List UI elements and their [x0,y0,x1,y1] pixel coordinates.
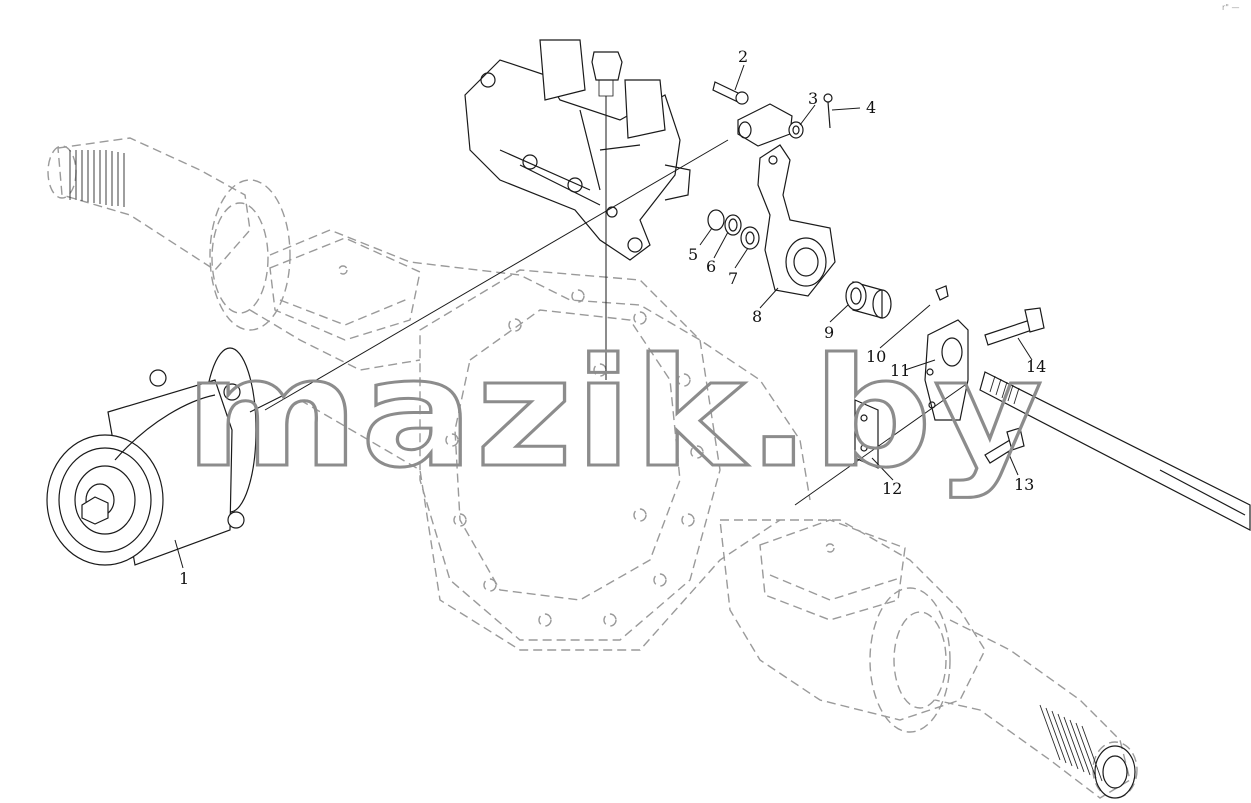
callout-2: 2 [738,47,748,66]
callout-6: 6 [706,257,716,276]
watermark-text: mazik.by [185,327,1045,501]
left-spindle-splines [69,150,125,207]
right-spindle-splines [1039,704,1136,799]
callout-10: 10 [866,347,886,366]
callout-14: 14 [1026,357,1046,376]
clevis-assembly [712,81,833,147]
bracket-bolt [591,51,623,380]
leader-lines [174,64,1033,569]
bolts [984,307,1045,464]
callout-3: 3 [808,89,818,108]
callout-1: 1 [179,569,189,588]
callout-9: 9 [824,323,834,342]
bushing [845,281,892,319]
corner-mark: r" — [1222,3,1240,12]
callout-labels: 1 2 3 4 5 6 7 8 9 10 11 12 13 14 [179,47,1046,588]
washers [707,209,760,250]
callout-4: 4 [866,98,876,117]
callout-8: 8 [752,307,762,326]
slack-adjuster [757,144,836,297]
callout-7: 7 [728,269,738,288]
callout-11: 11 [890,361,910,380]
callout-12: 12 [882,479,902,498]
brake-chamber [46,347,283,566]
brake-camshaft [979,371,1251,531]
brake-chamber-bracket [464,39,691,261]
callout-13: 13 [1014,475,1034,494]
callout-5: 5 [688,245,698,264]
